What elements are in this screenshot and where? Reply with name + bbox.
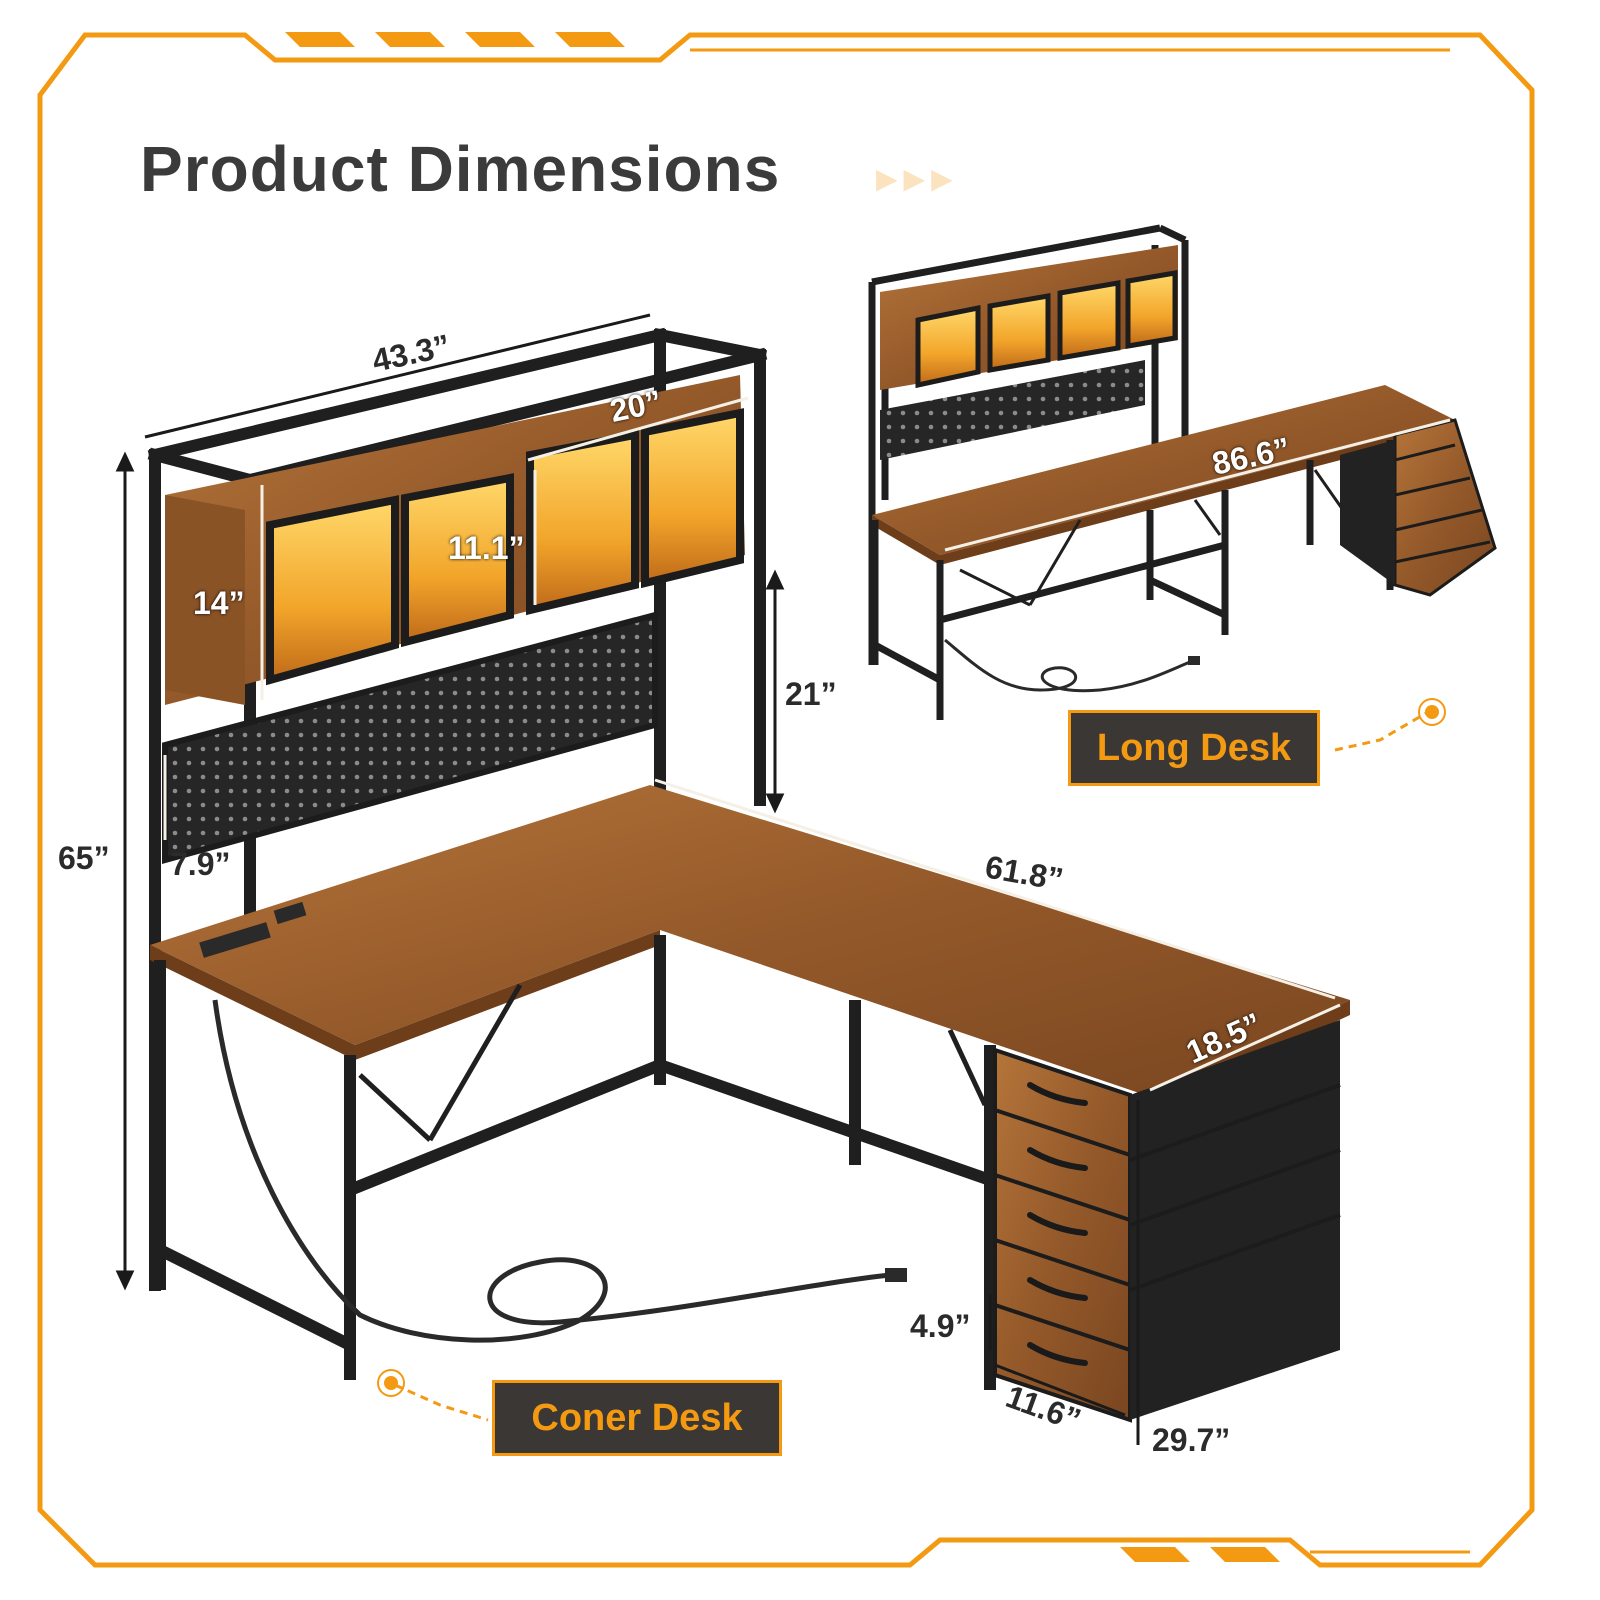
corner-desk [147, 327, 1350, 1423]
title-arrows-icon: ▶▶▶ [876, 163, 959, 194]
dimension-lines-light [163, 396, 1451, 1092]
page-title: Product Dimensions [140, 133, 781, 205]
long-desk [868, 224, 1497, 720]
dim-total-height: 65” [58, 840, 110, 876]
callout-dots [384, 705, 1439, 1390]
dim-drawer-height: 4.9” [910, 1308, 971, 1344]
dim-cabinet-leg-height: 29.7” [1152, 1422, 1231, 1458]
decorative-frame [37, 32, 1535, 1568]
dimension-lines [115, 313, 1140, 1445]
dim-cabinet-height: 14” [193, 585, 245, 621]
dim-hutch-height: 21” [785, 676, 837, 712]
dim-cabinet-inner-height: 11.1” [448, 530, 525, 566]
lit-cabinet-doors [266, 408, 744, 686]
long-desk-label: Long Desk [1068, 710, 1320, 786]
callout-pointers [394, 710, 1429, 1422]
dim-pegboard-height: 7.9” [170, 846, 231, 882]
frame-stripes [285, 32, 1280, 1562]
corner-desk-label: Coner Desk [492, 1380, 782, 1456]
